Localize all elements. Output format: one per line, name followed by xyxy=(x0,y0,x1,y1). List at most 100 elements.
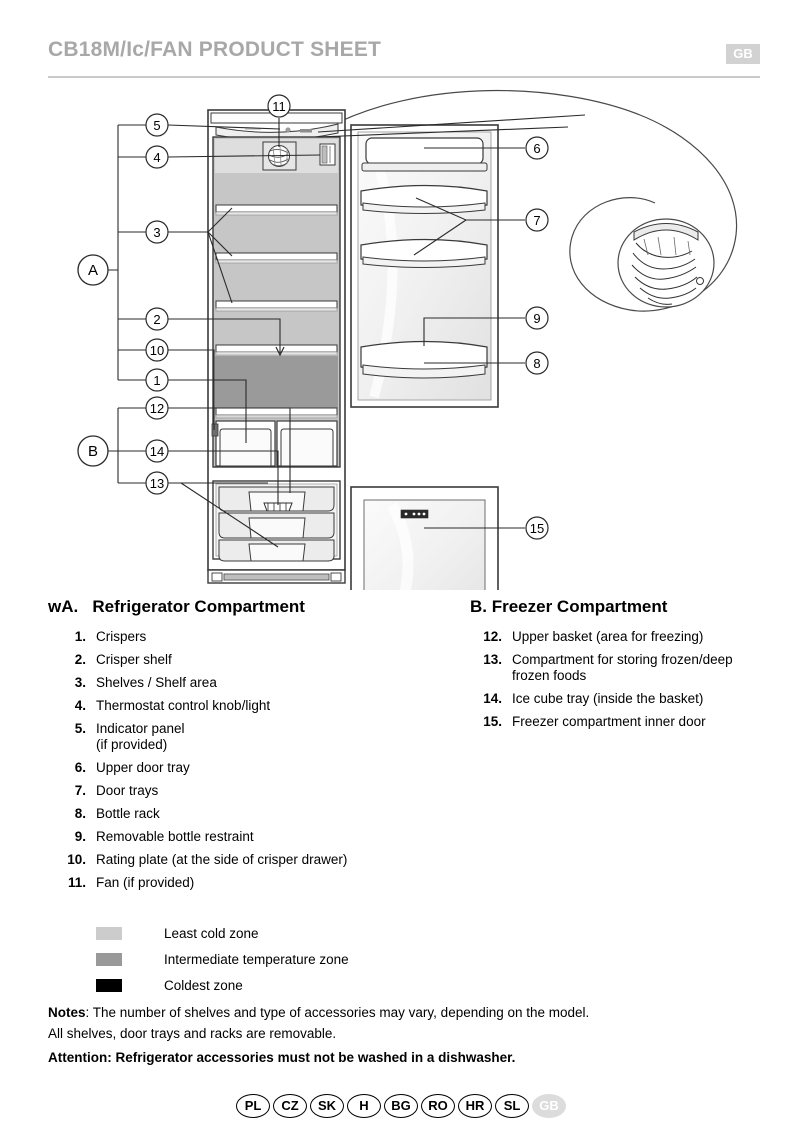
list-item: 6. Upper door tray xyxy=(48,760,458,776)
list-item: 11. Fan (if provided) xyxy=(48,875,458,891)
lang-badge-sl[interactable]: SL xyxy=(495,1094,529,1118)
item-label: Ice cube tray (inside the basket) xyxy=(512,691,704,706)
item-number: 3. xyxy=(74,675,86,690)
fan-detail-callout-shape xyxy=(322,89,738,312)
freezer-upper-basket xyxy=(218,486,335,512)
page-header: CB18M/Ic/FAN PRODUCT SHEET GB xyxy=(48,38,760,78)
callout-7: 7 xyxy=(525,208,549,232)
section-a-title: Refrigerator Compartment xyxy=(92,597,305,616)
group-label-A: A xyxy=(77,254,109,286)
legend-swatch-least-cold xyxy=(96,926,122,940)
legend-swatch-coldest xyxy=(96,978,122,992)
legend-row: Least cold zone xyxy=(48,920,548,946)
legend-label: Intermediate temperature zone xyxy=(164,951,349,967)
callout-12: 12 xyxy=(145,396,169,420)
svg-text:2: 2 xyxy=(153,312,160,327)
upper-door-tray xyxy=(361,137,488,172)
svg-text:8: 8 xyxy=(533,356,540,371)
svg-text:12: 12 xyxy=(150,401,164,416)
callout-8: 8 xyxy=(525,351,549,375)
item-number: 10. xyxy=(67,852,86,867)
svg-text:7: 7 xyxy=(533,213,540,228)
list-item: 9. Removable bottle restraint xyxy=(48,829,458,845)
crisper-drawers xyxy=(215,420,338,467)
item-label: Upper basket (area for freezing) xyxy=(512,629,704,644)
section-a-heading: wA. Refrigerator Compartment xyxy=(48,597,458,617)
item-number: 13. xyxy=(483,652,502,667)
temperature-zone-legend: Least cold zone Intermediate temperature… xyxy=(48,920,548,998)
section-a-items: 1. Crispers 2. Crisper shelf 3. Shelves … xyxy=(48,629,458,891)
callout-5: 5 xyxy=(145,113,169,137)
notes-line-1: Notes: The number of shelves and type of… xyxy=(48,1002,748,1023)
item-label: Fan (if provided) xyxy=(96,875,195,890)
callout-9: 9 xyxy=(525,306,549,330)
svg-text:13: 13 xyxy=(150,476,164,491)
language-selector: PL CZ SK H BG RO HR SL GB xyxy=(0,1094,802,1118)
list-item: 15. Freezer compartment inner door xyxy=(470,714,770,730)
attention-line: Attention: Refrigerator accessories must… xyxy=(48,1050,516,1065)
list-item: 1. Crispers xyxy=(48,629,458,645)
notes-line-2: All shelves, door trays and racks are re… xyxy=(48,1026,337,1041)
item-number: 1. xyxy=(74,629,86,644)
list-item: 12. Upper basket (area for freezing) xyxy=(470,629,770,645)
notes-label: Notes xyxy=(48,1005,86,1020)
list-item: 5. Indicator panel (if provided) xyxy=(48,721,458,753)
lang-badge-sk[interactable]: SK xyxy=(310,1094,344,1118)
list-item: 7. Door trays xyxy=(48,783,458,799)
item-number: 9. xyxy=(74,829,86,844)
lang-badge-h[interactable]: H xyxy=(347,1094,381,1118)
item-label: Thermostat control knob/light xyxy=(96,698,271,713)
lang-badge-pl[interactable]: PL xyxy=(236,1094,270,1118)
svg-text:6: 6 xyxy=(533,141,540,156)
lang-badge-hr[interactable]: HR xyxy=(458,1094,492,1118)
appliance-diagram: A B 5 4 3 2 10 1 12 14 13 11 6 7 9 8 15 xyxy=(0,85,802,590)
item-label: Freezer compartment inner door xyxy=(512,714,706,729)
section-a-prefix: wA. xyxy=(48,597,79,616)
section-b-heading: B. Freezer Compartment xyxy=(470,597,668,616)
section-b-items: 12. Upper basket (area for freezing) 13.… xyxy=(470,629,770,730)
leader-lines xyxy=(108,114,586,548)
bottle-rack xyxy=(360,340,488,379)
list-item: 8. Bottle rack xyxy=(48,806,458,822)
lang-badge-ro[interactable]: RO xyxy=(421,1094,455,1118)
notes-block: Notes: The number of shelves and type of… xyxy=(48,1002,748,1068)
item-label: Compartment for storing frozen/deep froz… xyxy=(512,652,733,683)
header-language-badge: GB xyxy=(726,44,760,64)
svg-text:3: 3 xyxy=(153,225,160,240)
svg-text:5: 5 xyxy=(153,118,160,133)
callout-2: 2 xyxy=(145,307,169,331)
notes-text-1: : The number of shelves and type of acce… xyxy=(85,1005,590,1020)
intermediate-zone-band xyxy=(215,356,338,408)
freezer-compartment-section: B. Freezer Compartment 12. Upper basket … xyxy=(470,597,770,737)
item-label: Bottle rack xyxy=(96,806,160,821)
list-item: 3. Shelves / Shelf area xyxy=(48,675,458,691)
svg-text:11: 11 xyxy=(272,99,286,114)
callout-13: 13 xyxy=(145,471,169,495)
callout-4: 4 xyxy=(145,145,169,169)
lang-badge-bg[interactable]: BG xyxy=(384,1094,418,1118)
crisper-shelf xyxy=(215,407,338,416)
svg-text:A: A xyxy=(88,262,98,279)
item-label: Upper door tray xyxy=(96,760,190,775)
legend-label: Least cold zone xyxy=(164,925,259,941)
callout-10: 10 xyxy=(145,338,169,362)
lang-badge-cz[interactable]: CZ xyxy=(273,1094,307,1118)
item-label: Rating plate (at the side of crisper dra… xyxy=(96,852,348,867)
item-number: 11. xyxy=(67,875,86,890)
item-number: 14. xyxy=(483,691,502,706)
callout-1: 1 xyxy=(145,368,169,392)
callout-bubbles: A B 5 4 3 2 10 1 12 14 13 11 6 7 9 8 15 xyxy=(77,94,549,540)
callout-14: 14 xyxy=(145,439,169,463)
list-item: 4. Thermostat control knob/light xyxy=(48,698,458,714)
item-number: 6. xyxy=(74,760,86,775)
freezer-drawer-middle xyxy=(218,512,335,539)
item-number: 2. xyxy=(74,652,86,667)
page-title: CB18M/Ic/FAN PRODUCT SHEET xyxy=(48,38,382,61)
list-item: 10. Rating plate (at the side of crisper… xyxy=(48,852,458,868)
svg-text:15: 15 xyxy=(530,521,544,536)
item-number: 4. xyxy=(74,698,86,713)
refrigerator-compartment-section: wA. Refrigerator Compartment 1. Crispers… xyxy=(48,597,458,898)
item-number: 15. xyxy=(483,714,502,729)
callout-3: 3 xyxy=(145,220,169,244)
lang-badge-gb[interactable]: GB xyxy=(532,1094,566,1118)
